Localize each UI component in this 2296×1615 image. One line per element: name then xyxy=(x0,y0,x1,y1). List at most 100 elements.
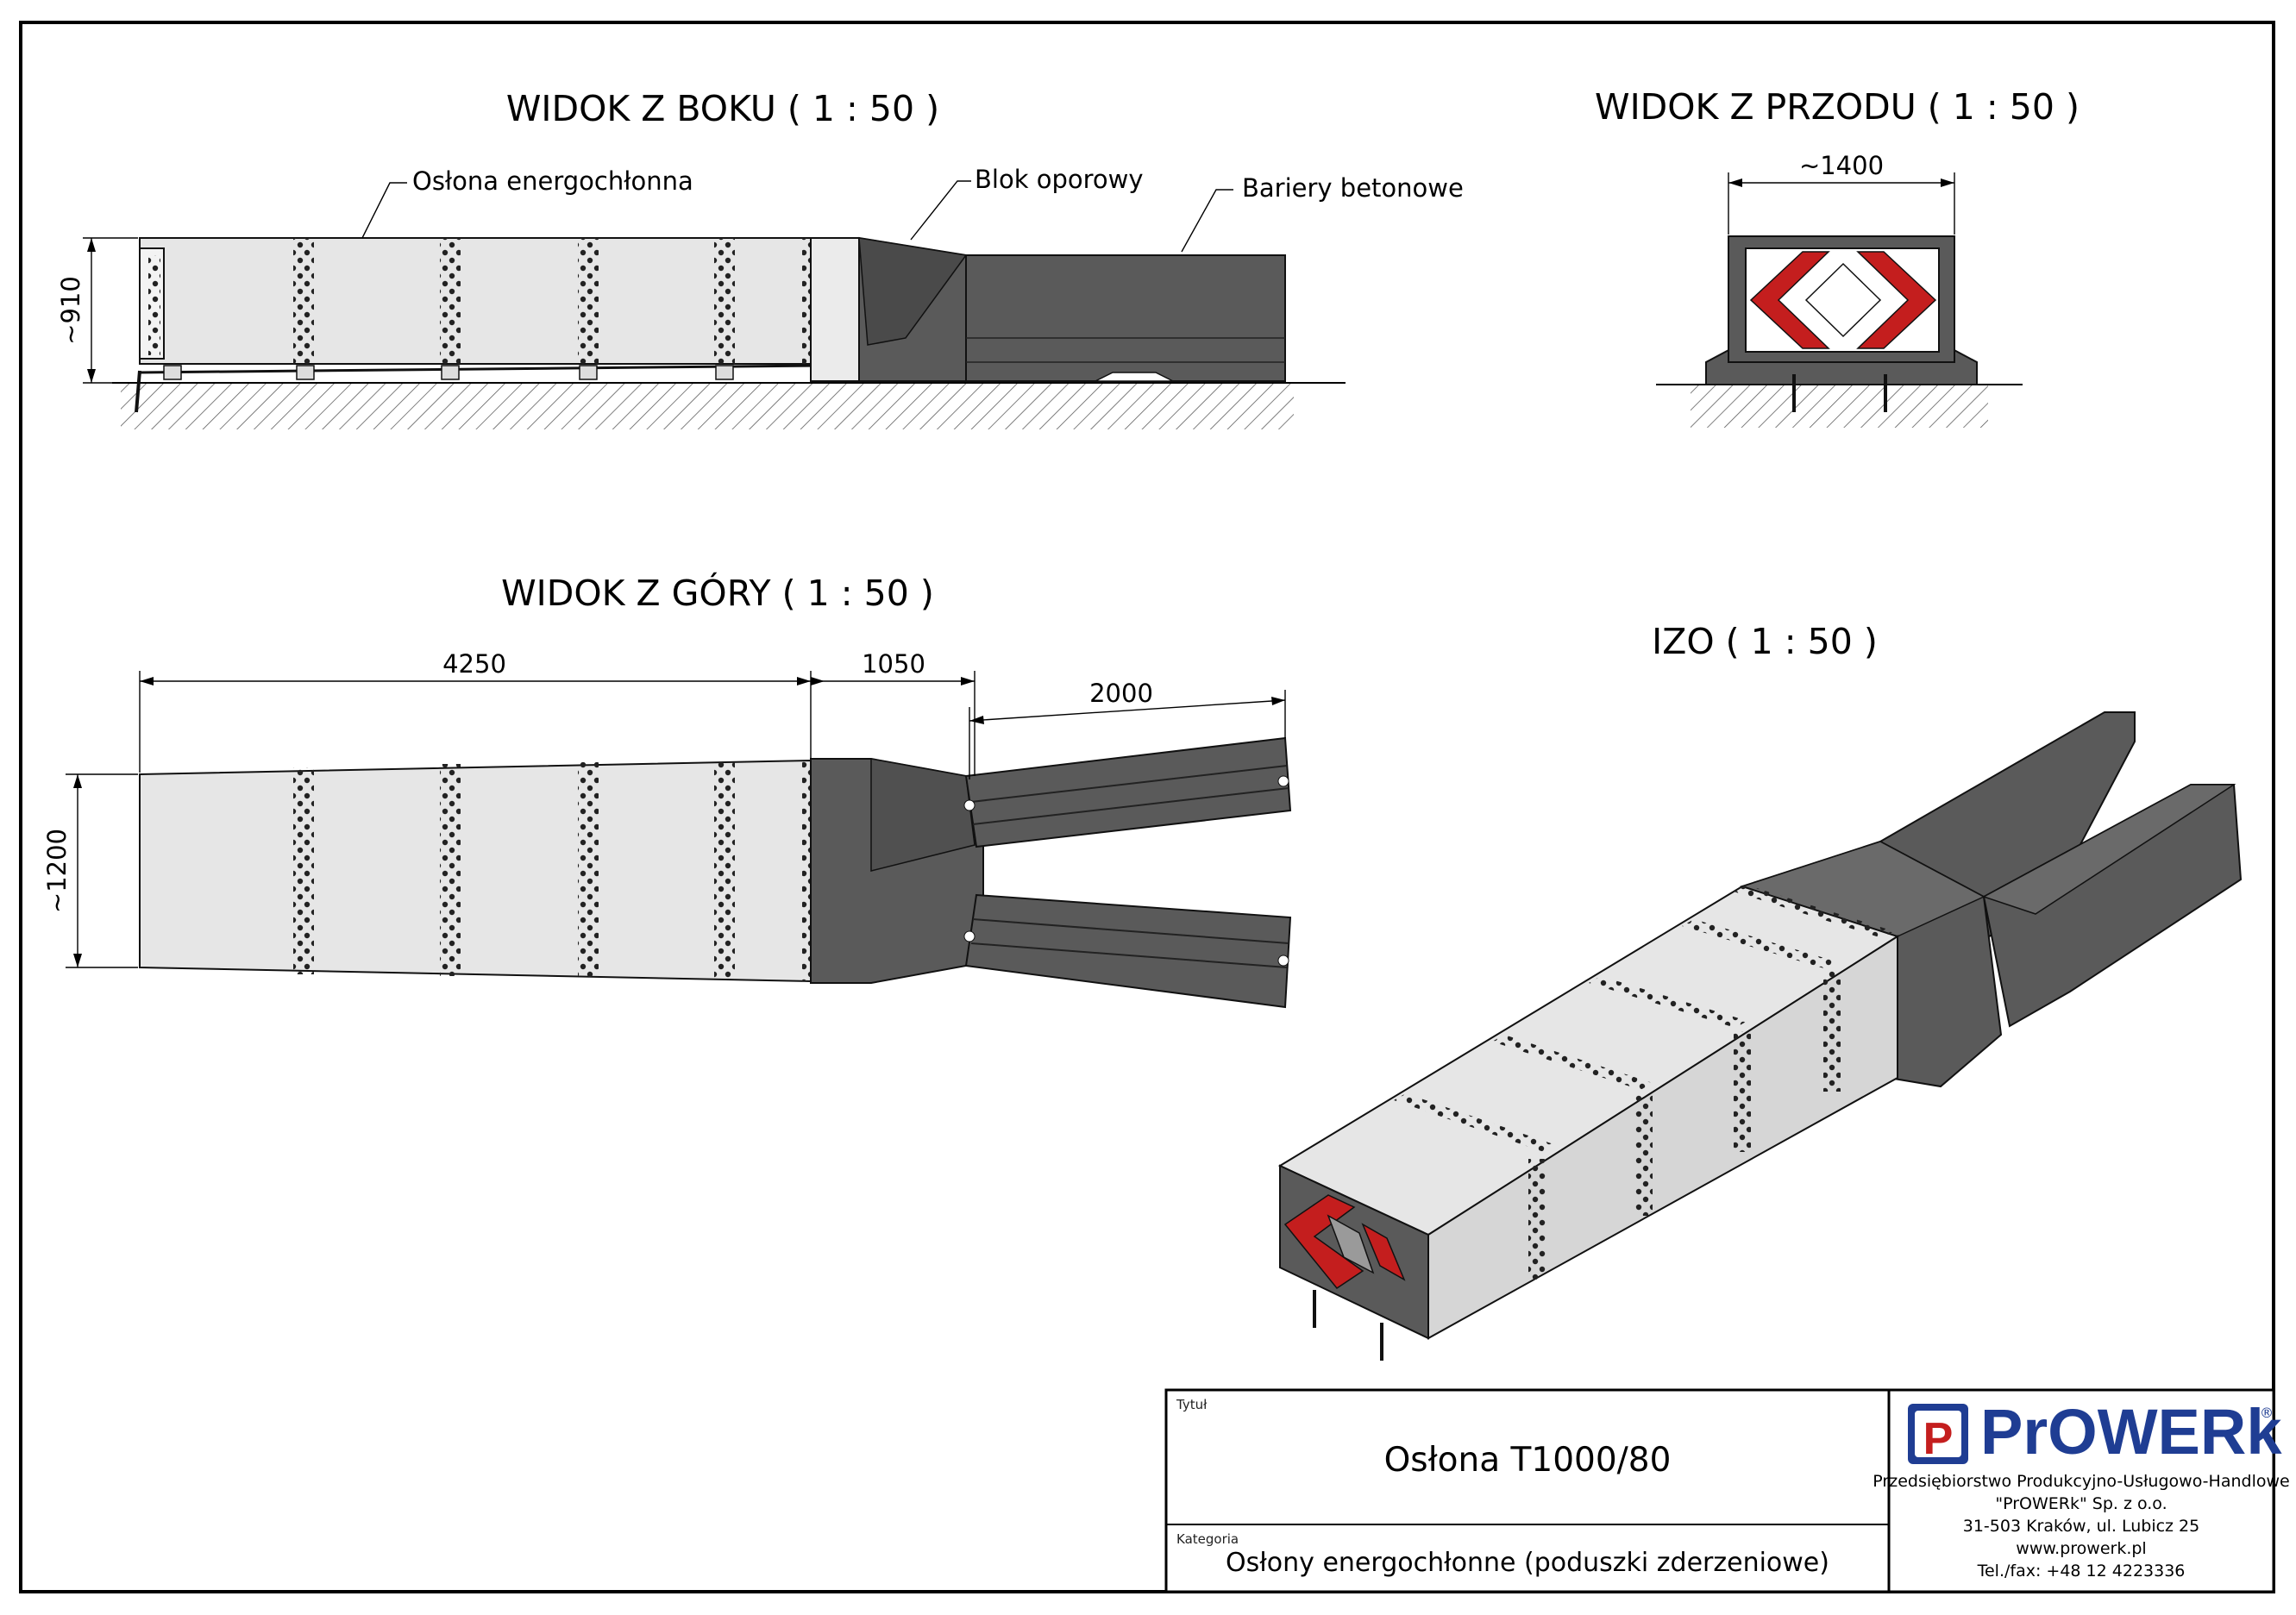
top-dim-line xyxy=(969,699,1286,722)
side-cushion-body xyxy=(139,237,812,365)
dim-arrow xyxy=(811,677,825,685)
registered-mark: ® xyxy=(2260,1405,2274,1421)
iso-view: IZO ( 1 : 50 ) xyxy=(1277,621,2243,1361)
front-chevron-right xyxy=(1856,251,1937,349)
front-chevron-left xyxy=(1749,251,1830,349)
company-line-2: "PrOWERk" Sp. z o.o. xyxy=(1995,1494,2167,1513)
top-barrier-connector xyxy=(1277,955,1289,967)
callout-leader-cushion xyxy=(361,182,407,239)
side-view-title: WIDOK Z BOKU ( 1 : 50 ) xyxy=(506,88,939,129)
dim-arrow xyxy=(73,774,82,788)
side-joint-4 xyxy=(714,238,735,366)
top-joint-1 xyxy=(293,767,314,974)
top-length-barrier-dimension: 2000 xyxy=(1089,679,1153,708)
title-label: Tytuł xyxy=(1176,1397,1208,1412)
iso-joint-top-4 xyxy=(1682,919,1839,969)
side-block-plate xyxy=(810,237,860,382)
top-barrier-upper xyxy=(964,736,1292,848)
drawing-category: Osłony energochłonne (poduszki zderzenio… xyxy=(1226,1548,1829,1578)
top-barrier-connector xyxy=(1277,775,1289,787)
side-foot xyxy=(441,365,460,380)
side-ground-hatch xyxy=(121,383,1294,429)
logo-icon: P xyxy=(1923,1414,1954,1464)
iso-joint-top-1 xyxy=(1394,1093,1556,1152)
top-block-face xyxy=(870,758,975,872)
company-line-1: Przedsiębiorstwo Produkcyjno-Usługowo-Ha… xyxy=(1873,1472,2289,1491)
top-view-title: WIDOK Z GÓRY ( 1 : 50 ) xyxy=(501,573,934,614)
side-anchor xyxy=(135,370,141,413)
side-joint-1 xyxy=(293,238,314,366)
logo-badge-inner xyxy=(1915,1411,1961,1457)
company-logo-name: PrOWERk xyxy=(1980,1396,2282,1468)
top-barrier-upper-ridge xyxy=(970,765,1288,803)
side-foot xyxy=(579,365,598,380)
side-front-plate-bolts xyxy=(148,255,160,355)
callout-leader-barriers xyxy=(1181,189,1233,253)
side-foot xyxy=(715,365,734,380)
company-line-3: 31-503 Kraków, ul. Lubicz 25 xyxy=(1963,1517,2200,1536)
top-view: WIDOK Z GÓRY ( 1 : 50 ) 4250 1050 xyxy=(42,573,1292,1009)
front-ground-hatch xyxy=(1691,385,1988,428)
iso-joint-side-4 xyxy=(1823,971,1841,1092)
company-phone: Tel./fax: +48 12 4223336 xyxy=(1977,1562,2186,1581)
drawing-title: Osłona T1000/80 xyxy=(1384,1441,1672,1480)
iso-front-panel xyxy=(1327,1214,1375,1274)
front-view: WIDOK Z PRZODU ( 1 : 50 ) ~1400 xyxy=(1595,86,2080,428)
front-diamond xyxy=(1804,262,1882,338)
top-barrier-connector xyxy=(963,930,975,942)
dim-arrow xyxy=(73,954,82,967)
side-joint-3 xyxy=(578,238,599,366)
side-rail xyxy=(139,364,820,374)
front-view-title: WIDOK Z PRZODU ( 1 : 50 ) xyxy=(1595,86,2080,128)
iso-joint-top-3 xyxy=(1589,976,1747,1028)
top-width-dimension: ~1200 xyxy=(42,829,72,913)
title-block: Tytuł Osłona T1000/80 Kategoria Osłony e… xyxy=(1164,1388,2290,1593)
top-joint-4 xyxy=(714,761,735,980)
iso-view-title: IZO ( 1 : 50 ) xyxy=(1652,621,1878,662)
side-height-dimension: ~910 xyxy=(56,276,85,345)
side-foot xyxy=(163,365,182,380)
callout-barriers: Bariery betonowe xyxy=(1242,173,1464,203)
side-foot xyxy=(296,365,315,380)
top-barrier-lower-ridge xyxy=(972,918,1289,944)
top-length-cushion-dimension: 4250 xyxy=(442,649,506,679)
company-website: www.prowerk.pl xyxy=(2016,1539,2146,1558)
title-block-frame xyxy=(1164,1388,2275,1593)
iso-front-chevron xyxy=(1283,1194,1364,1290)
top-barrier-lower xyxy=(964,893,1292,1009)
top-barrier-connector xyxy=(963,799,975,811)
top-cushion-body xyxy=(139,759,812,983)
side-view: WIDOK Z BOKU ( 1 : 50 ) xyxy=(56,88,1464,429)
top-joint-3 xyxy=(578,762,599,978)
dim-arrow xyxy=(1728,178,1742,187)
callout-cushion: Osłona energochłonna xyxy=(412,166,693,196)
dim-arrow xyxy=(87,369,96,383)
side-joint-2 xyxy=(440,238,461,366)
iso-joint-side-3 xyxy=(1734,1031,1751,1152)
dim-arrow xyxy=(87,238,96,252)
dim-arrow xyxy=(969,716,984,724)
iso-joint-top-5 xyxy=(1734,885,1894,938)
dim-arrow xyxy=(1941,178,1954,187)
front-width-dimension: ~1400 xyxy=(1799,151,1884,180)
side-barrier-notch xyxy=(1095,372,1174,382)
iso-joint-side-1 xyxy=(1528,1159,1546,1280)
top-length-block-dimension: 1050 xyxy=(862,649,925,679)
top-joint-2 xyxy=(440,764,461,976)
iso-front-chevron xyxy=(1361,1223,1406,1281)
dim-arrow xyxy=(961,677,975,685)
top-barrier-upper-ridge xyxy=(972,787,1289,825)
iso-joint-top-2 xyxy=(1492,1035,1653,1090)
dim-arrow xyxy=(1271,697,1285,705)
callout-leader-block xyxy=(910,180,971,241)
iso-barrier-lower-top xyxy=(1982,784,2236,915)
side-concrete-barrier xyxy=(965,254,1286,382)
iso-joint-side-2 xyxy=(1635,1095,1653,1216)
dim-arrow xyxy=(797,677,811,685)
drawing-frame xyxy=(19,21,2275,1593)
top-barrier-lower-ridge xyxy=(970,942,1288,968)
side-block-shade xyxy=(858,237,968,346)
category-label: Kategoria xyxy=(1176,1531,1239,1547)
dim-arrow xyxy=(140,677,154,685)
